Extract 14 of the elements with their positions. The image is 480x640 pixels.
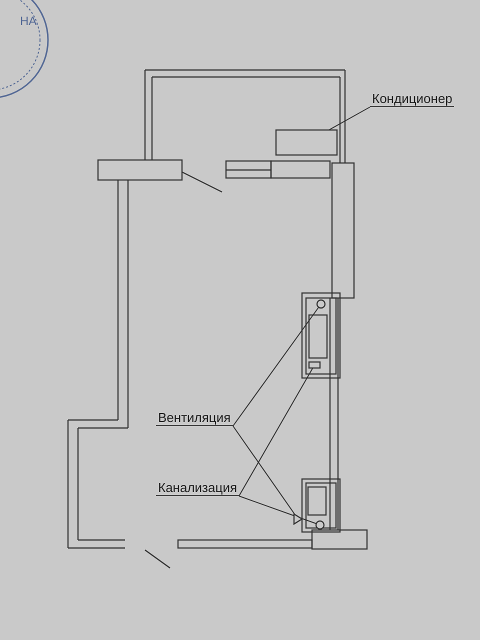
callout-label: Канализация (156, 480, 239, 496)
stamp-text: НА (19, 14, 38, 29)
callout-label: Кондиционер (370, 91, 454, 107)
vent-circle (315, 520, 325, 530)
leader-line (232, 426, 295, 514)
leader-line (238, 496, 317, 524)
leader-line (232, 306, 320, 426)
leader-line (328, 106, 370, 130)
unit-box (275, 129, 338, 156)
callout-label: Вентиляция (156, 410, 233, 426)
marker-triangle (293, 512, 304, 526)
leader-line (238, 368, 314, 496)
unit-box (308, 361, 321, 369)
vent-circle (316, 299, 326, 309)
